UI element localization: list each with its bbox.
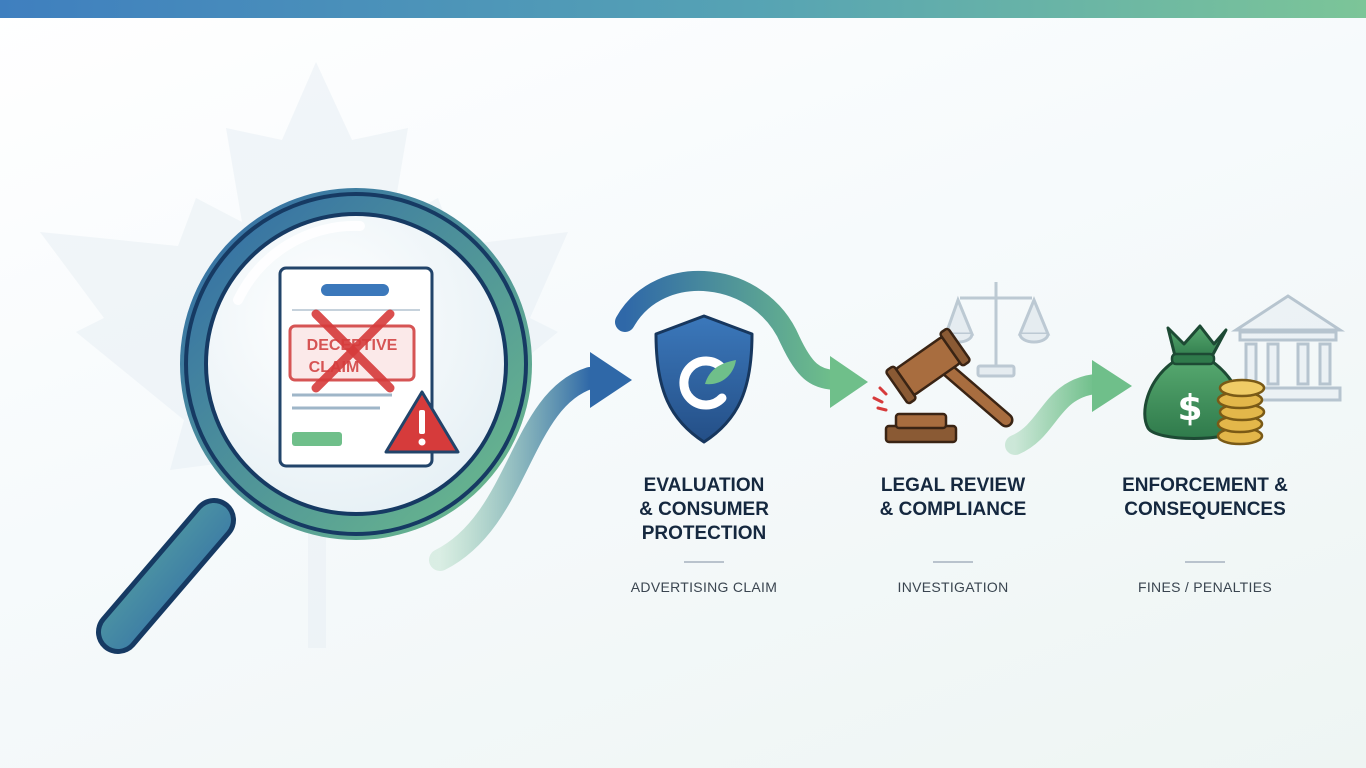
step-divider <box>1185 561 1225 563</box>
step-title-enforcement: ENFORCEMENT & CONSEQUENCES <box>1085 474 1325 522</box>
coin-stack-icon <box>1216 378 1266 446</box>
step-title-evaluation: EVALUATION & CONSUMER PROTECTION <box>584 474 824 546</box>
money-bag-icon: $ <box>1143 324 1245 440</box>
flow-arrow-2 <box>615 270 868 408</box>
step-divider <box>933 561 973 563</box>
top-accent-bar <box>0 0 1366 18</box>
step-title-line: & COMPLIANCE <box>879 499 1027 520</box>
step-title-line: ENFORCEMENT & <box>1122 475 1288 496</box>
shield-icon <box>654 314 754 444</box>
step-title-line: LEGAL REVIEW <box>880 475 1026 496</box>
flow-arrow-1 <box>429 352 632 571</box>
gavel-icon <box>872 327 1014 444</box>
step-subtitle-fines-penalties: FINES / PENALTIES <box>1138 579 1272 595</box>
step-title-line: EVALUATION <box>643 475 765 496</box>
step-divider <box>684 561 724 563</box>
step-title-line: & CONSUMER <box>639 499 769 520</box>
deceptive-claim-stamp: DECEPTIVE CLAIM <box>288 309 416 393</box>
step-subtitle-advertising-claim: ADVERTISING CLAIM <box>630 579 778 595</box>
step-title-line: PROTECTION <box>641 523 767 544</box>
step-subtitle-investigation: INVESTIGATION <box>897 579 1009 595</box>
flow-arrow-3 <box>1005 360 1132 455</box>
step-title-legal-review: LEGAL REVIEW & COMPLIANCE <box>833 474 1073 522</box>
warning-icon <box>384 390 460 454</box>
step-title-line: CONSEQUENCES <box>1124 499 1286 520</box>
svg-text:$: $ <box>1177 388 1202 429</box>
